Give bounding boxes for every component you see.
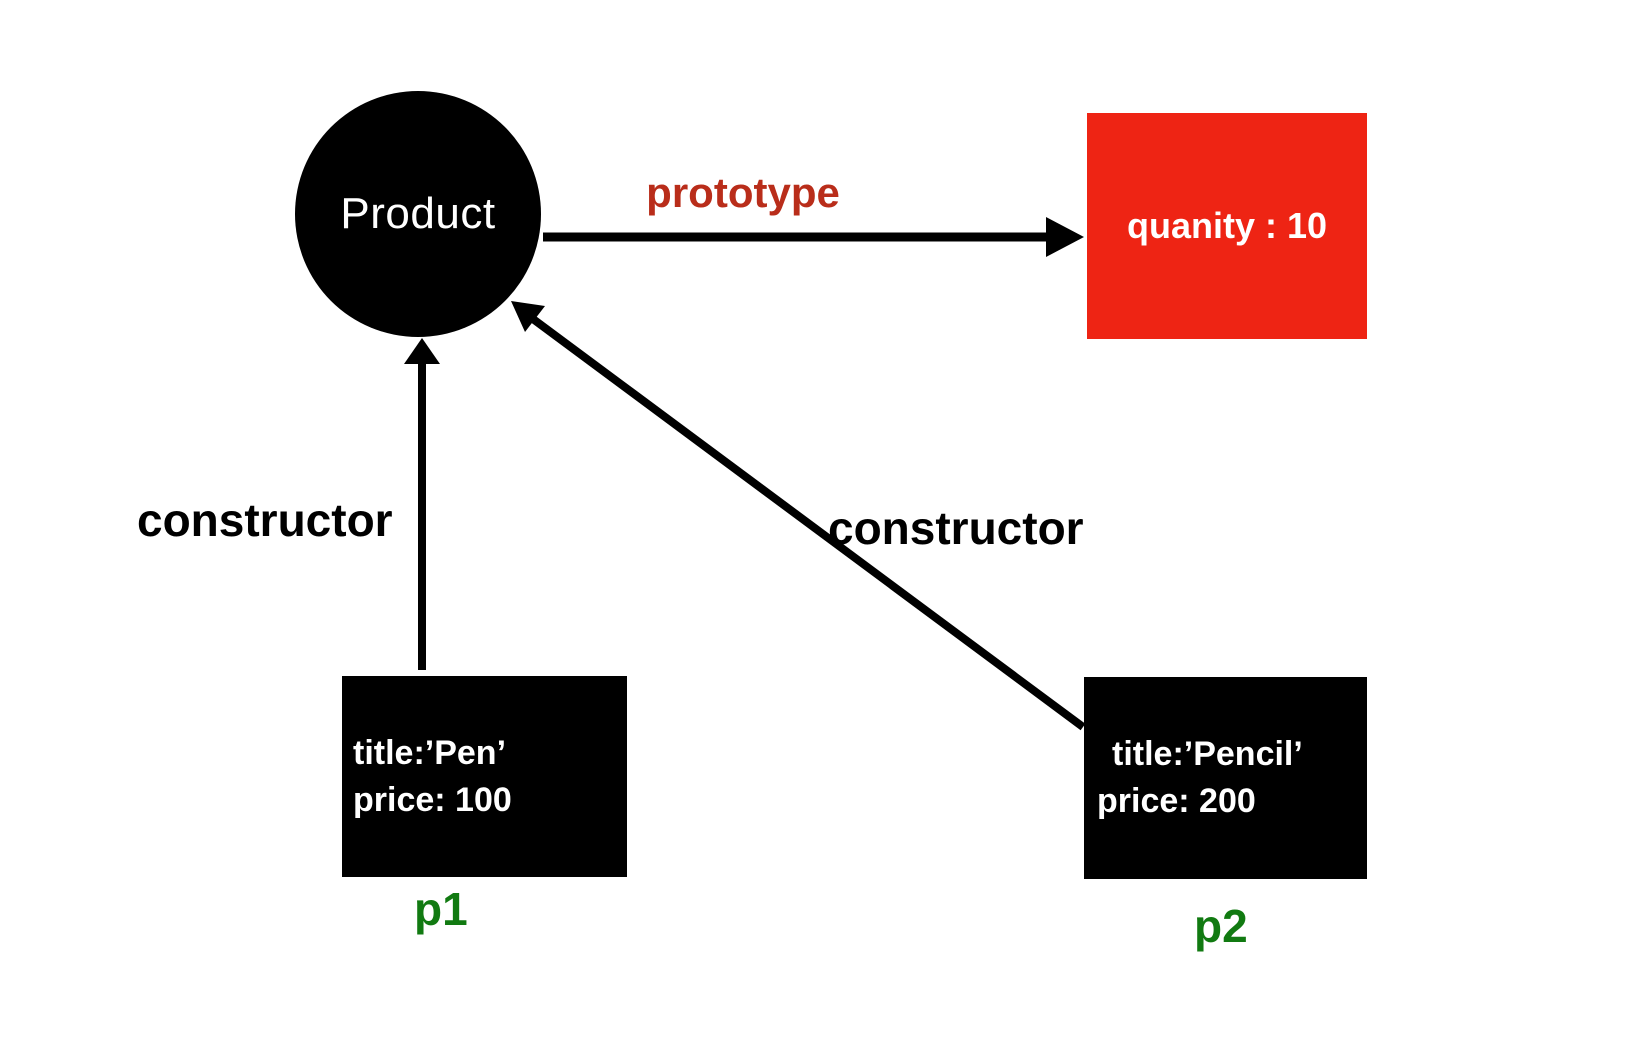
product-node: Product <box>295 91 541 337</box>
constructor-p1-edge-label: constructor <box>137 494 393 546</box>
p1-object-box: title:’Pen’ price: 100 <box>342 676 627 877</box>
prototype-object-text: quanity : 10 <box>1126 205 1328 246</box>
p1-price-line: price: 100 <box>353 780 512 819</box>
constructor-p1-edge-arrowhead <box>404 338 440 364</box>
prototype-edge-arrowhead <box>1046 217 1084 257</box>
p2-title-line: title:’Pencil’ <box>1112 735 1303 773</box>
product-node-label: Product <box>340 189 496 238</box>
constructor-p2-edge-line <box>530 315 1086 731</box>
prototype-object-box: quanity : 10 <box>1087 113 1367 339</box>
p2-price-line: price: 200 <box>1097 782 1256 820</box>
p2-instance-label: p2 <box>1194 900 1248 952</box>
p1-title-line: title:’Pen’ <box>353 733 507 772</box>
p2-object-box: title:’Pencil’ price: 200 <box>1084 677 1367 879</box>
prototype-edge-label: prototype <box>646 169 840 216</box>
p1-instance-label: p1 <box>414 883 468 935</box>
constructor-p2-edge-arrowhead <box>511 301 545 332</box>
constructor-p2-edge-label: constructor <box>828 502 1084 554</box>
